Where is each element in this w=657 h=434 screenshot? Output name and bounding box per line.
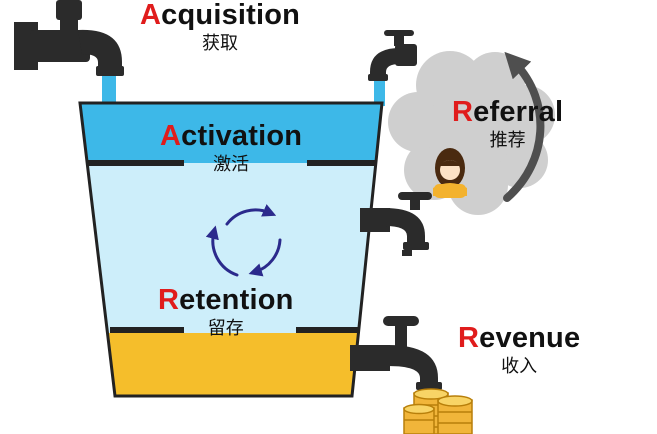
stage-referral-title: Referral bbox=[452, 96, 564, 128]
cycle-arrows-icon bbox=[205, 204, 282, 277]
stage-activation: Activation 激活 bbox=[160, 122, 302, 174]
referral-faucet-icon bbox=[368, 30, 417, 81]
revenue-faucet-icon bbox=[350, 316, 442, 390]
stage-revenue-title: Revenue bbox=[458, 322, 581, 354]
stage-referral-cn: 推荐 bbox=[489, 130, 526, 151]
stage-acquisition-cn: 获取 bbox=[202, 33, 239, 54]
stage-activation-cn: 激活 bbox=[213, 154, 250, 175]
stage-retention-cn: 留存 bbox=[207, 318, 244, 339]
stage-activation-title: Activation bbox=[160, 120, 303, 152]
stage-referral: Referral 推荐 bbox=[452, 98, 563, 150]
stage-acquisition-title: Acquisition bbox=[140, 0, 301, 31]
curved-arrow-icon bbox=[503, 51, 545, 202]
stage-retention: Retention 留存 bbox=[158, 286, 294, 338]
side-faucet-icon bbox=[360, 192, 432, 256]
stage-revenue: Revenue 收入 bbox=[458, 324, 580, 376]
top-faucet-icon bbox=[14, 0, 124, 76]
divider-ledges bbox=[88, 160, 375, 333]
water-stream-top bbox=[102, 74, 116, 106]
bucket bbox=[80, 103, 382, 396]
bucket-outline bbox=[78, 101, 384, 398]
stage-revenue-cn: 收入 bbox=[501, 356, 538, 377]
coin-stack-icon bbox=[403, 388, 473, 434]
stage-acquisition: Acquisition 获取 bbox=[140, 1, 300, 53]
person-icon bbox=[433, 148, 467, 198]
water-stream-referral bbox=[374, 80, 385, 106]
stage-retention-title: Retention bbox=[158, 284, 294, 316]
